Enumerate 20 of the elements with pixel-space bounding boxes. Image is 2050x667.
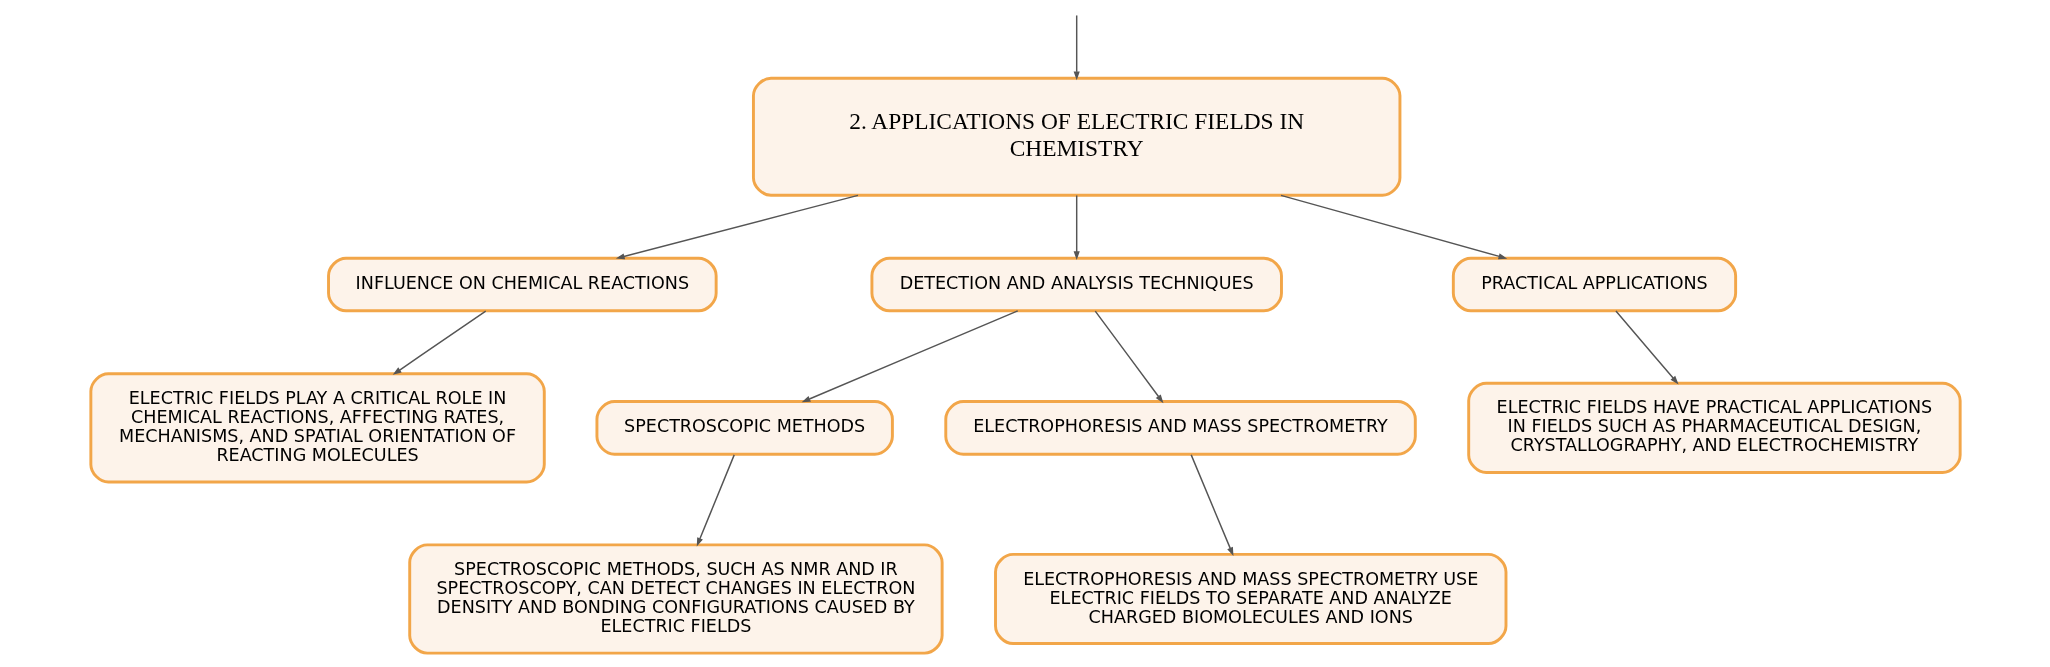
- arrow: [1279, 194, 1507, 260]
- arrow: [801, 310, 1018, 403]
- node-box: ELECTRIC FIELDS HAVE PRACTICAL APPLICATIONS IN FIELDS SUCH AS PHARMACEUTICAL DESIGN, CRYSTALLOGRAPHY, AND ELECTROCHEMISTRY: [1466, 381, 1962, 474]
- arrow: [615, 194, 859, 260]
- arrow: [1073, 14, 1080, 81]
- arrow: [1094, 310, 1163, 404]
- arrow: [1614, 310, 1679, 385]
- arrow: [696, 454, 735, 547]
- node-box: SPECTROSCOPIC METHODS: [594, 400, 894, 456]
- arrow: [1190, 454, 1233, 557]
- arrow: [1073, 194, 1080, 261]
- node-box: DETECTION AND ANALYSIS TECHNIQUES: [869, 256, 1283, 313]
- node-box: ELECTROPHORESIS AND MASS SPECTROMETRY: [943, 400, 1417, 456]
- node-box: SPECTROSCOPIC METHODS, SUCH AS NMR AND IR SPECTROSCOPY, CAN DETECT CHANGES IN ELECTRON DENSITY AND BONDING CONFIGURATIONS CAUSED BY ELECTRIC FIELDS: [407, 543, 944, 655]
- node-box: INFLUENCE ON CHEMICAL REACTIONS: [326, 256, 718, 313]
- node-box: PRACTICAL APPLICATIONS: [1451, 256, 1737, 313]
- arrow: [392, 310, 486, 375]
- node-box: 2. APPLICATIONS OF ELECTRIC FIELDS IN CHEMISTRY: [751, 76, 1401, 197]
- node-box: ELECTROPHORESIS AND MASS SPECTROMETRY USE ELECTRIC FIELDS TO SEPARATE AND ANALYZE CHARGED BIOMOLECULES AND IONS: [993, 552, 1507, 646]
- node-box: ELECTRIC FIELDS PLAY A CRITICAL ROLE IN CHEMICAL REACTIONS, AFFECTING RATES, MECHANISMS, AND SPATIAL ORIENTATION OF REACTING MOLECULES: [88, 372, 546, 484]
